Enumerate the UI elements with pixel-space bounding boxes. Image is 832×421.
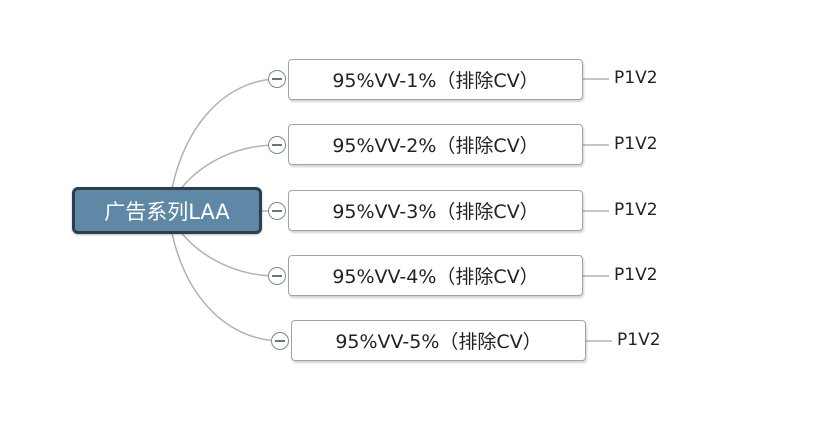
leaf-topic-3[interactable]: P1V2 bbox=[614, 200, 658, 220]
branch-topic-3[interactable]: 95%VV-3%（排除CV） bbox=[288, 190, 583, 231]
collapse-toggle-icon[interactable] bbox=[268, 202, 286, 220]
leaf-topic-2[interactable]: P1V2 bbox=[614, 134, 658, 154]
collapse-toggle-icon[interactable] bbox=[268, 70, 286, 88]
leaf-topic-5[interactable]: P1V2 bbox=[617, 330, 661, 350]
collapse-toggle-icon[interactable] bbox=[268, 136, 286, 154]
connector-branch-5 bbox=[167, 210, 281, 342]
root-topic[interactable]: 广告系列LAA bbox=[72, 187, 262, 234]
branch-topic-1[interactable]: 95%VV-1%（排除CV） bbox=[288, 59, 583, 100]
branch-topic-2[interactable]: 95%VV-2%（排除CV） bbox=[288, 124, 583, 165]
leaf-topic-4[interactable]: P1V2 bbox=[614, 265, 658, 285]
branch-topic-5[interactable]: 95%VV-5%（排除CV） bbox=[291, 320, 586, 361]
collapse-toggle-icon[interactable] bbox=[271, 332, 289, 350]
branch-topic-4[interactable]: 95%VV-4%（排除CV） bbox=[288, 255, 583, 296]
collapse-toggle-icon[interactable] bbox=[268, 267, 286, 285]
connector-branch-1 bbox=[167, 78, 278, 212]
leaf-topic-1[interactable]: P1V2 bbox=[614, 68, 658, 88]
